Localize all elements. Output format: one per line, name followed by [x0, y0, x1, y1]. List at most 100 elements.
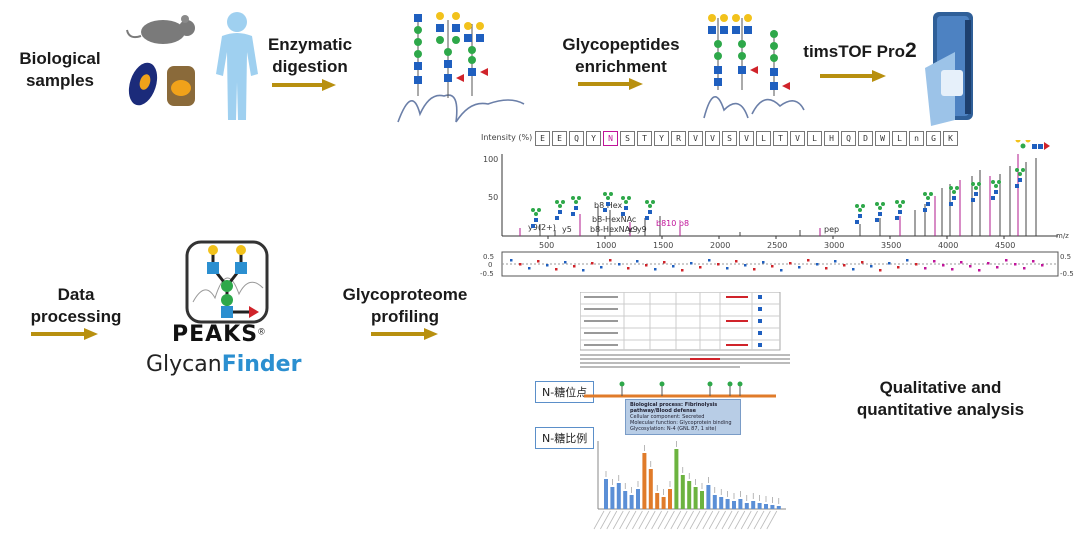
glycan-annotation — [571, 196, 581, 216]
digested-glycopeptides-illustration — [397, 12, 525, 123]
glycan-annotation — [1015, 168, 1025, 188]
arrow-4 — [31, 328, 98, 340]
error-point — [771, 265, 774, 268]
sequence-residue: Y — [654, 131, 669, 146]
ratio-bar — [661, 497, 666, 509]
x-tick-label: 3500 — [881, 241, 901, 250]
error-point — [780, 269, 783, 272]
ratio-bar — [604, 479, 608, 509]
error-point — [708, 259, 711, 262]
sequence-residue: G — [926, 131, 941, 146]
arrow-1 — [272, 79, 336, 91]
bar-x-label — [619, 510, 630, 530]
sequence-residue: D — [858, 131, 873, 146]
error-point — [645, 264, 648, 267]
error-point — [987, 262, 990, 265]
bar-x-label — [747, 510, 758, 530]
peaks-name: PEAKS — [172, 322, 259, 347]
ratio-bar — [680, 475, 685, 509]
error-point — [582, 269, 585, 272]
annotation-popup: Biological process: Fibrinolysis pathway… — [625, 399, 741, 435]
error-point — [897, 266, 900, 269]
ratio-bar — [693, 487, 698, 509]
bar-x-label — [702, 510, 714, 530]
ratio-bar — [764, 504, 768, 509]
error-point — [906, 259, 909, 262]
error-point — [627, 267, 630, 270]
label-data-processing: Data processing — [30, 285, 122, 326]
bar-x-label — [670, 510, 682, 530]
error-point — [672, 265, 675, 268]
sequence-residue: T — [637, 131, 652, 146]
bar-x-label — [625, 510, 637, 530]
error-point — [654, 268, 657, 271]
ratio-bar — [776, 506, 781, 509]
tag-glycosite: N-糖位点 — [535, 381, 595, 403]
ratio-bar — [719, 497, 724, 509]
enriched-glycopeptides-illustration — [703, 14, 805, 119]
label-biological-samples: Biological samples — [19, 49, 101, 90]
error-point — [537, 260, 540, 263]
error-point — [744, 264, 747, 267]
error-point — [681, 269, 684, 272]
sequence-residue: T — [773, 131, 788, 146]
error-point — [546, 264, 549, 267]
error-point — [879, 269, 882, 272]
bar-x-label — [721, 510, 733, 530]
sequence-residue: n — [909, 131, 924, 146]
error-point — [978, 269, 981, 272]
x-tick-label: 500 — [539, 241, 554, 250]
ratio-bar — [706, 485, 711, 509]
error-point — [519, 263, 522, 266]
error-point — [555, 268, 558, 271]
bar-x-label — [753, 510, 765, 530]
bar-x-label — [600, 510, 611, 530]
bar-x-label — [644, 510, 656, 530]
x-tick-label: 3000 — [824, 241, 844, 250]
x-tick-label: 2500 — [767, 241, 787, 250]
sequence-residue: V — [688, 131, 703, 146]
glycan-ratio-bar-chart — [593, 441, 786, 530]
error-point — [825, 267, 828, 270]
report-table-thumbnail — [580, 292, 790, 368]
sequence-residue: S — [620, 131, 635, 146]
ratio-bar — [648, 469, 653, 509]
label-glycoproteome-profiling: Glycoproteome profiling — [342, 285, 468, 326]
sequence-residue: V — [739, 131, 754, 146]
error-point — [528, 267, 531, 270]
error-point — [618, 263, 621, 266]
error-point — [798, 266, 801, 269]
registered-mark: ® — [258, 326, 265, 337]
error-point — [636, 260, 639, 263]
tissue-block-icon — [167, 66, 195, 106]
error-point — [717, 263, 720, 266]
peaks-glycan-logo — [185, 240, 269, 324]
ratio-bar — [751, 501, 756, 509]
peak-label-7: b810 b8 — [656, 219, 689, 228]
error-point — [924, 267, 927, 270]
popup-line-2: Molecular function: Glycoprotein binding — [630, 420, 732, 426]
sequence-residue: S — [722, 131, 737, 146]
peaks-wordmark: PEAKS® — [172, 322, 265, 347]
glycan-tree-a — [414, 14, 422, 84]
error-point — [951, 268, 954, 271]
popup-title: Biological process: Fibrinolysis pathway… — [630, 402, 718, 414]
error-point — [960, 261, 963, 264]
sequence-residue: V — [705, 131, 720, 146]
bar-x-label — [760, 510, 771, 530]
x-tick-label: 2000 — [710, 241, 730, 250]
error-point — [1014, 263, 1017, 266]
bar-x-label — [689, 510, 701, 530]
peak-label-3: b8-HexNAc — [592, 215, 636, 224]
human-icon — [216, 12, 258, 120]
sequence-residue: R — [671, 131, 686, 146]
bar-x-label — [638, 510, 650, 530]
ratio-bar — [757, 503, 762, 509]
error-point — [888, 262, 891, 265]
arrow-5 — [371, 328, 438, 340]
bar-x-label — [593, 510, 605, 530]
glycan-annotation — [603, 192, 613, 212]
error-point — [510, 259, 513, 262]
enriched-glycan-a — [708, 14, 728, 86]
